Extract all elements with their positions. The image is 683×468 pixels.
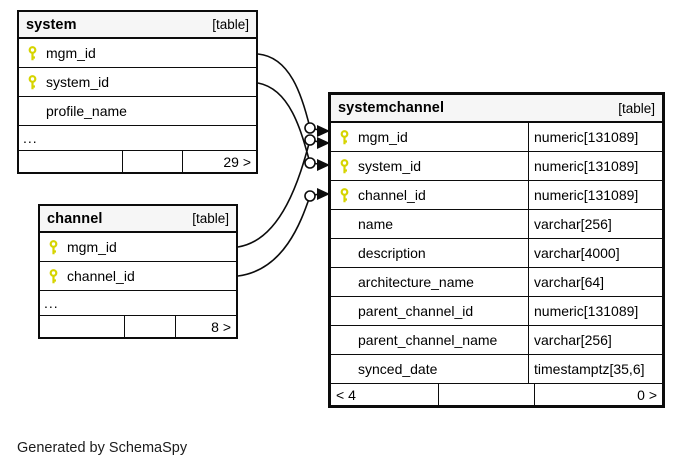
footer-cell	[438, 384, 534, 405]
footer-children-count[interactable]: 8 >	[175, 316, 236, 337]
table-row: channel_id	[40, 262, 236, 291]
relationship-line-channel-channel-id	[237, 193, 320, 277]
table-row: channel_id numeric[131089]	[331, 181, 662, 210]
fk-circle-icon	[304, 157, 316, 169]
ellipsis-label: ...	[23, 130, 38, 146]
footer-cell	[40, 316, 124, 337]
table-footer: 8 >	[40, 316, 236, 337]
table-row: profile_name	[19, 97, 256, 126]
column-name: mgm_id	[46, 45, 96, 61]
relationship-line-channel-mgm-id	[237, 139, 320, 248]
fk-circle-icon	[304, 122, 316, 134]
generated-by-label: Generated by SchemaSpy	[17, 440, 188, 456]
column-type: varchar[4000]	[528, 239, 662, 267]
column-name: channel_id	[358, 187, 426, 203]
table-row: description varchar[4000]	[331, 239, 662, 268]
table-header-channel: channel [table]	[40, 206, 236, 233]
column-name: mgm_id	[358, 129, 408, 145]
fk-arrow-icon	[317, 137, 330, 149]
column-name: mgm_id	[67, 239, 117, 255]
column-name: architecture_name	[358, 274, 474, 290]
column-name: description	[358, 245, 426, 261]
column-type: varchar[256]	[528, 210, 662, 238]
table-row-ellipsis: ...	[19, 126, 256, 151]
fk-arrow-icon	[317, 188, 330, 200]
table-row: mgm_id	[40, 233, 236, 262]
table-row: parent_channel_id numeric[131089]	[331, 297, 662, 326]
table-type-badge: [table]	[192, 211, 229, 226]
column-name: synced_date	[358, 361, 438, 377]
table-title[interactable]: channel	[47, 210, 103, 227]
table-title[interactable]: system	[26, 16, 77, 33]
footer-children-count[interactable]: 0 >	[534, 384, 662, 405]
primary-key-icon	[48, 268, 67, 284]
footer-cell	[124, 316, 175, 337]
table-row: synced_date timestamptz[35,6]	[331, 355, 662, 384]
primary-key-icon	[339, 187, 358, 203]
column-type: numeric[131089]	[528, 152, 662, 180]
column-type: numeric[131089]	[528, 181, 662, 209]
table-header-systemchannel: systemchannel [table]	[331, 95, 662, 123]
relationship-line-system-mgm-id	[257, 53, 320, 131]
footer-children-count[interactable]: 29 >	[182, 151, 256, 172]
column-name: channel_id	[67, 268, 135, 284]
column-type: varchar[256]	[528, 326, 662, 354]
primary-key-icon	[27, 45, 46, 61]
table-row: mgm_id numeric[131089]	[331, 123, 662, 152]
column-name: parent_channel_name	[358, 332, 498, 348]
column-name: system_id	[46, 74, 110, 90]
footer-parents-count[interactable]: < 4	[336, 386, 356, 403]
table-node-channel[interactable]: channel [table] mgm_id channel_id ...	[38, 204, 238, 339]
column-name: system_id	[358, 158, 422, 174]
table-row: architecture_name varchar[64]	[331, 268, 662, 297]
table-row: name varchar[256]	[331, 210, 662, 239]
primary-key-icon	[339, 129, 358, 145]
table-row: parent_channel_name varchar[256]	[331, 326, 662, 355]
table-footer: < 4 0 >	[331, 384, 662, 405]
table-row-ellipsis: ...	[40, 291, 236, 316]
column-type: timestamptz[35,6]	[528, 355, 662, 383]
primary-key-icon	[339, 158, 358, 174]
column-name: parent_channel_id	[358, 303, 474, 319]
table-node-systemchannel[interactable]: systemchannel [table] mgm_id numeric[131…	[328, 92, 665, 408]
table-type-badge: [table]	[212, 17, 249, 32]
fk-arrow-icon	[317, 159, 330, 171]
footer-cell	[19, 151, 122, 172]
table-row: mgm_id	[19, 39, 256, 68]
footer-cell	[122, 151, 182, 172]
table-title[interactable]: systemchannel	[338, 100, 445, 116]
table-footer: 29 >	[19, 151, 256, 172]
column-type: numeric[131089]	[528, 123, 662, 151]
column-name: profile_name	[46, 103, 127, 119]
column-type: varchar[64]	[528, 268, 662, 296]
primary-key-icon	[48, 239, 67, 255]
column-type: numeric[131089]	[528, 297, 662, 325]
fk-arrow-icon	[317, 125, 330, 137]
table-row: system_id	[19, 68, 256, 97]
column-name: name	[358, 216, 394, 232]
fk-circle-icon	[304, 134, 316, 146]
table-type-badge: [table]	[618, 100, 655, 116]
table-row: system_id numeric[131089]	[331, 152, 662, 181]
table-node-system[interactable]: system [table] mgm_id system_id profil	[17, 10, 258, 174]
table-header-system: system [table]	[19, 12, 256, 39]
ellipsis-label: ...	[44, 295, 59, 311]
primary-key-icon	[27, 74, 46, 90]
fk-circle-icon	[304, 190, 316, 202]
